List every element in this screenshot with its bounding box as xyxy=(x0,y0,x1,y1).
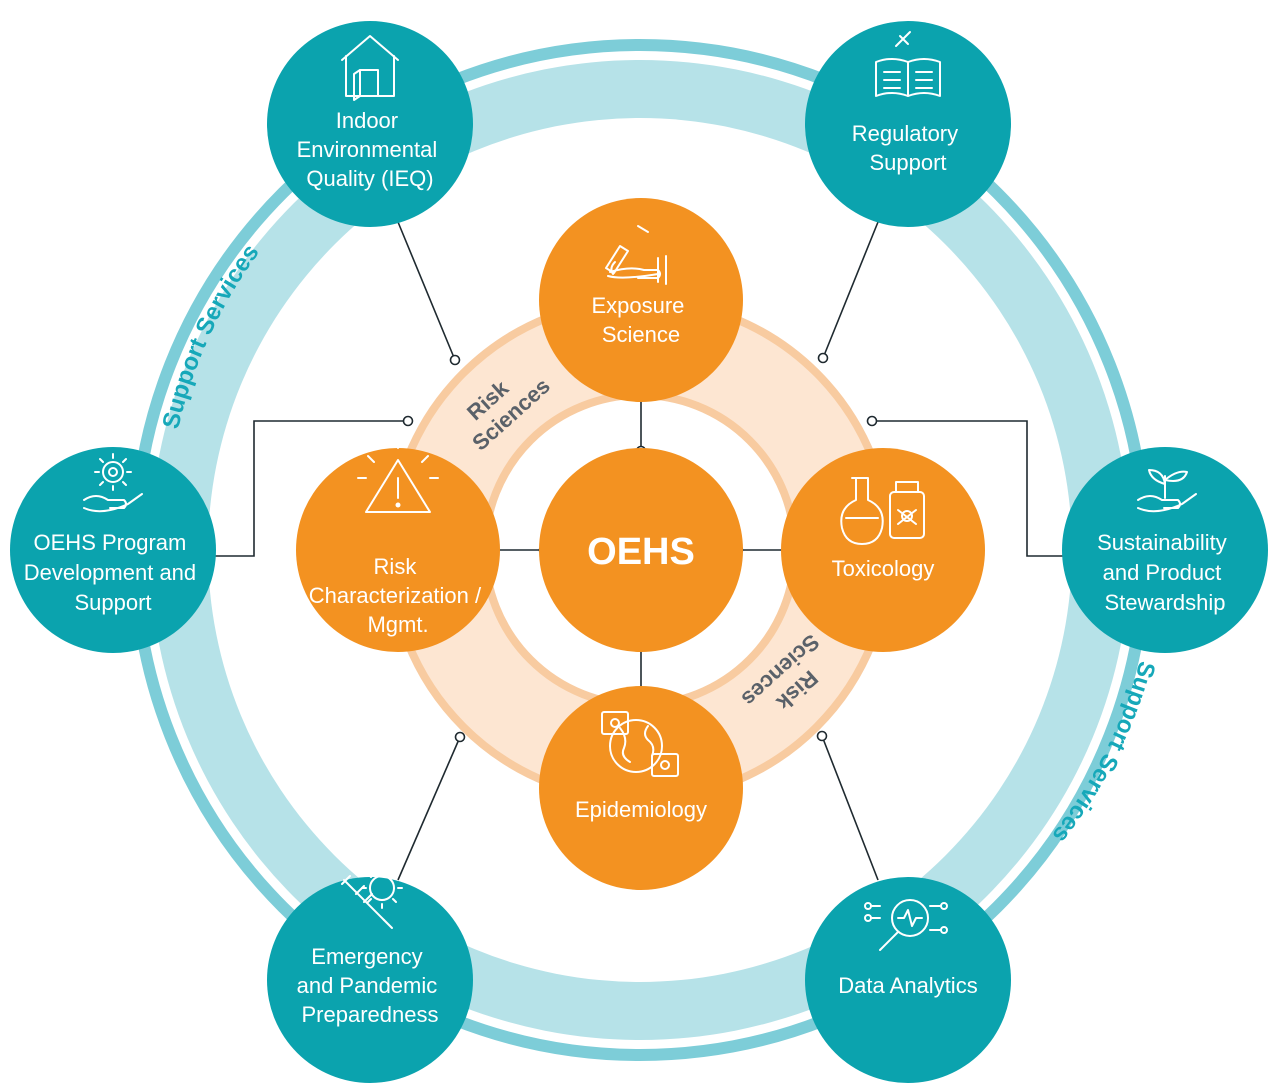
node-exposure-science[interactable]: Exposure Science xyxy=(539,198,743,402)
connectors xyxy=(210,221,1072,881)
hand-gear-icon xyxy=(83,453,143,513)
hand-plant-icon xyxy=(1137,469,1197,513)
magnifier-network-icon xyxy=(864,899,948,951)
connector-dot xyxy=(402,415,414,427)
node-sustainability[interactable]: Sustainability and Product Stewardship xyxy=(1062,447,1268,653)
node-data-analytics[interactable]: Data Analytics xyxy=(805,877,1011,1083)
connector-data-analytics xyxy=(821,735,879,881)
oehs-program-label: OEHS Program Development and Support xyxy=(24,530,203,615)
hand-test-tube-icon xyxy=(605,225,667,285)
connector-sustainability xyxy=(872,420,1072,557)
connector-dot xyxy=(817,352,829,364)
node-epidemiology[interactable]: Epidemiology xyxy=(539,686,743,890)
node-regulatory[interactable]: Regulatory Support xyxy=(805,21,1011,227)
connector-ieq xyxy=(397,221,456,361)
data-analytics-label: Data Analytics xyxy=(838,973,977,998)
connector-oehs-program xyxy=(210,420,408,557)
connector-dot xyxy=(866,415,878,427)
globe-virus-icon xyxy=(601,711,679,777)
gavel-book-icon xyxy=(875,31,941,97)
connector-emergency xyxy=(397,736,461,881)
toxicology-label: Toxicology xyxy=(832,556,935,581)
risk-characterization-label: Risk Characterization / Mgmt. xyxy=(309,554,488,637)
node-oehs-program[interactable]: OEHS Program Development and Support xyxy=(10,447,216,653)
node-ieq[interactable]: Indoor Environmental Quality (IEQ) xyxy=(267,21,473,227)
house-door-icon xyxy=(341,35,399,101)
regulatory-label: Regulatory Support xyxy=(852,121,965,175)
warning-triangle-icon xyxy=(357,439,439,513)
emergency-label: Emergency and Pandemic Preparedness xyxy=(297,944,444,1027)
exposure-science-label: Exposure Science xyxy=(591,293,690,347)
sustainability-label: Sustainability and Product Stewardship xyxy=(1097,530,1233,615)
node-oehs-center[interactable]: OEHS xyxy=(539,448,743,652)
ieq-label: Indoor Environmental Quality (IEQ) xyxy=(297,108,444,191)
node-emergency[interactable]: Emergency and Pandemic Preparedness xyxy=(267,867,473,1083)
connector-dot xyxy=(454,731,466,743)
syringe-virus-icon xyxy=(341,867,403,929)
connector-dot xyxy=(449,354,461,366)
oehs-center-label: OEHS xyxy=(587,531,695,573)
connector-regulatory xyxy=(822,221,879,359)
node-toxicology[interactable]: Toxicology xyxy=(781,448,985,652)
connector-dot xyxy=(816,730,828,742)
epidemiology-label: Epidemiology xyxy=(575,797,707,822)
flask-bottle-icon xyxy=(840,477,925,545)
node-risk-characterization[interactable]: Risk Characterization / Mgmt. xyxy=(296,439,500,652)
